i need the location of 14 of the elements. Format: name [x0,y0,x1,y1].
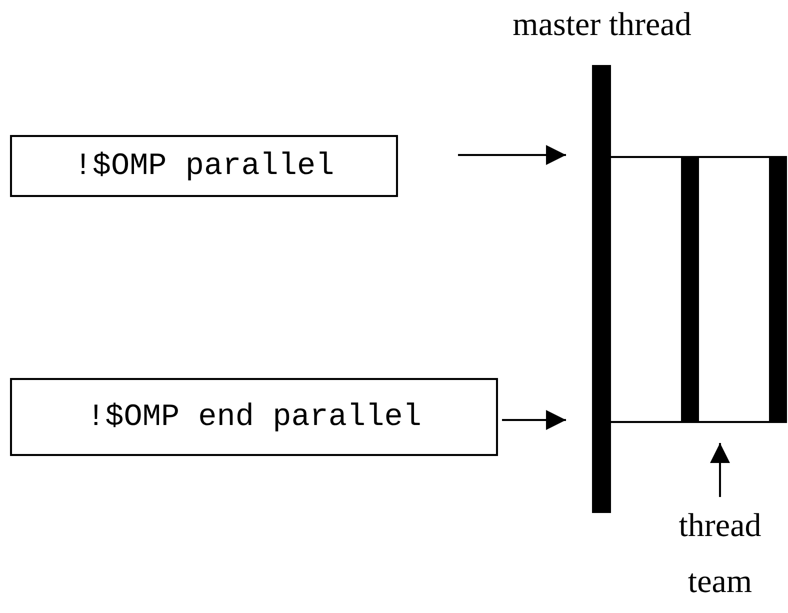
directive-box: !$OMP end parallel [10,378,498,456]
connector-line [611,421,681,423]
arrow [458,145,566,165]
thread-bar [592,65,611,513]
thread-bar [769,156,787,423]
thread-label: master thread [512,6,692,45]
arrow [502,410,566,430]
directive-box: !$OMP parallel [10,135,398,197]
connector-line [611,156,681,158]
thread-bar [681,156,699,423]
connector-line [699,421,769,423]
team-label: thread team [660,498,780,610]
connector-line [699,156,769,158]
arrow [710,443,730,497]
